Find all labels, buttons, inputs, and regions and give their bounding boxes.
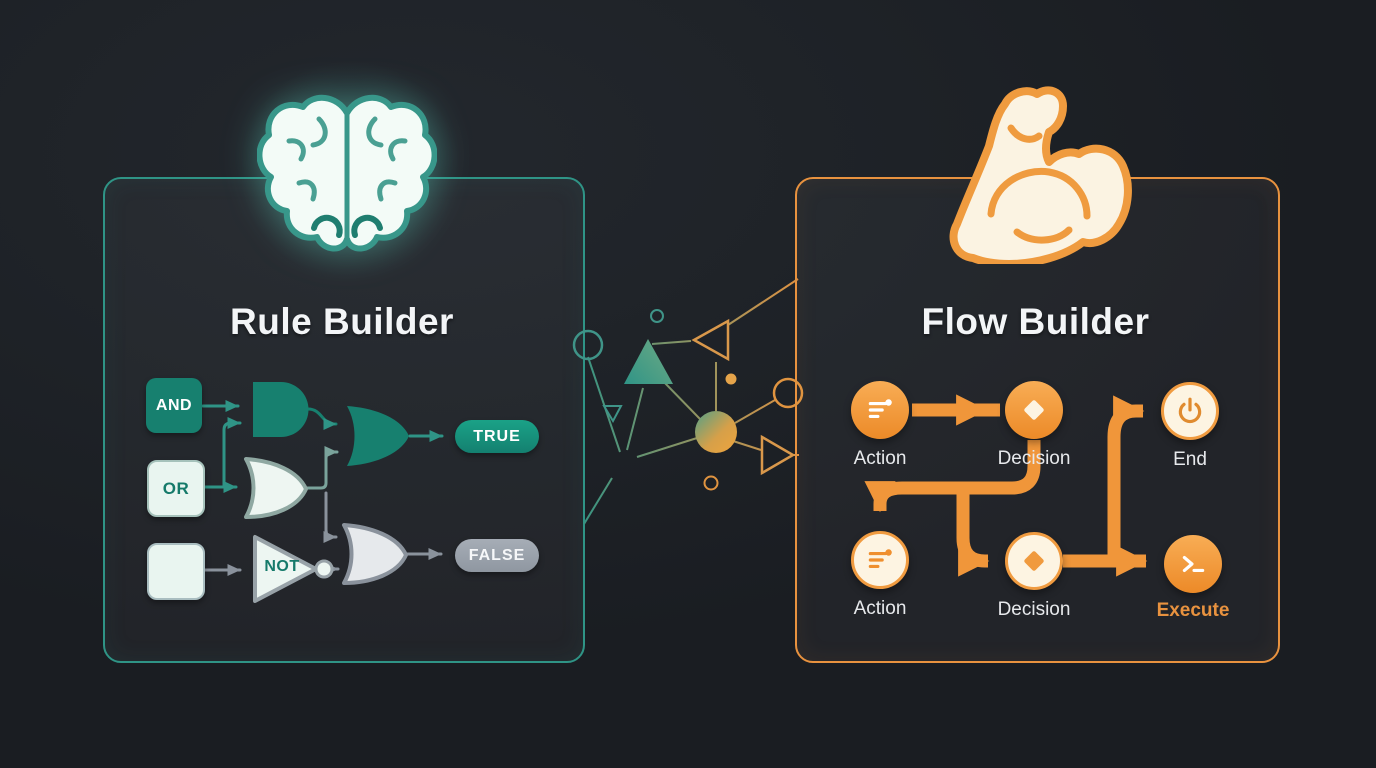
power-icon: [1178, 397, 1202, 424]
true-output-pill: TRUE: [455, 420, 539, 453]
flow-node-action-2: [851, 531, 909, 589]
node-label-action-2: Action: [853, 598, 907, 619]
flow-node-action-1: [851, 381, 909, 439]
node-label-execute: Execute: [1156, 600, 1230, 621]
not-gate-label: NOT: [264, 558, 300, 575]
node-label-action-1: Action: [853, 448, 907, 469]
list-icon: [868, 549, 892, 569]
flow-builder-title: Flow Builder: [921, 301, 1150, 342]
rule-builder-title: Rule Builder: [230, 301, 454, 342]
gradient-circle-shape: [695, 411, 737, 453]
list-icon: [868, 399, 892, 419]
flow-node-execute: [1164, 535, 1222, 593]
filled-triangle-shape: [624, 339, 673, 384]
node-label-end: End: [1173, 449, 1207, 470]
blank-input-box: [147, 543, 205, 600]
terminal-icon: [1182, 555, 1205, 573]
node-label-decision-2: Decision: [997, 599, 1071, 620]
flow-node-decision-1: [1005, 381, 1063, 439]
diamond-icon: [1024, 551, 1044, 571]
flow-node-end: [1161, 382, 1219, 440]
or-input-box: OR: [147, 460, 205, 517]
node-label-decision-1: Decision: [997, 448, 1071, 469]
flow-node-decision-2: [1005, 532, 1063, 590]
network-decoration: [572, 278, 804, 525]
false-output-pill: FALSE: [455, 539, 539, 572]
diamond-icon: [1024, 400, 1044, 420]
and-input-box: AND: [146, 378, 202, 433]
